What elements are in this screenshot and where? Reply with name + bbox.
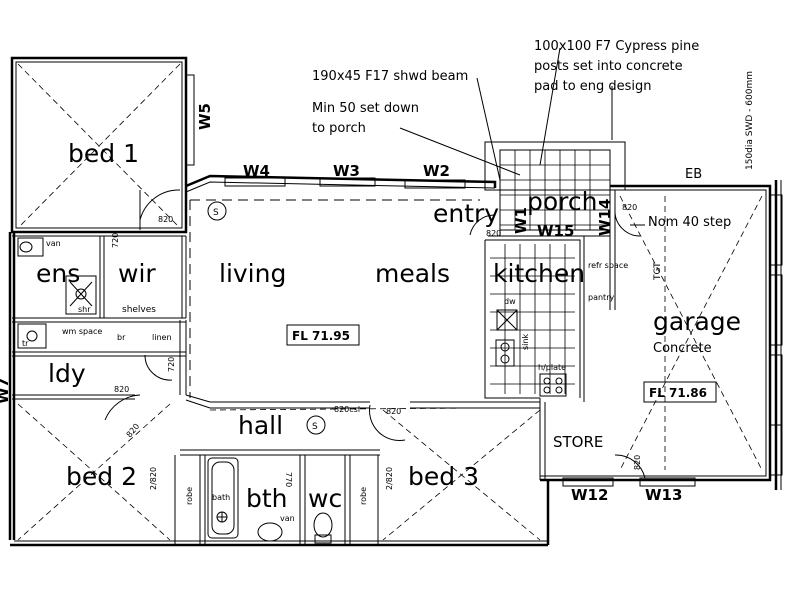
door-labels: 820 720 720 820 820 820 2/820 2/820 770 … <box>111 203 642 490</box>
room-hall: hall <box>238 411 283 440</box>
door-label: 820 <box>386 407 401 416</box>
room-entry: entry <box>433 199 499 228</box>
door-label: 720 <box>111 233 120 248</box>
room-wc: wc <box>308 484 342 513</box>
room-living: living <box>219 259 286 288</box>
note-setdown-line-2: to porch <box>312 121 366 136</box>
door-label: 820 <box>125 422 142 439</box>
window-label-w3: W3 <box>333 162 360 180</box>
fixture-van-bathroom: van <box>280 514 295 523</box>
room-bed-2: bed 2 <box>66 462 137 491</box>
smoke-detector-icon <box>306 415 326 435</box>
room-labels: bed 1 ens wir living meals entry porch k… <box>36 139 741 513</box>
window-label-w15: W15 <box>537 222 574 240</box>
note-beam: 190x45 F17 shwd beam <box>312 69 468 84</box>
door-label: 820 <box>633 455 642 470</box>
window-label-w2: W2 <box>423 162 450 180</box>
kitchen-grid <box>490 244 575 397</box>
window-label-w5: W5 <box>196 103 214 130</box>
note-step: Nom 40 step <box>648 215 731 230</box>
door-label: 720 <box>167 357 176 372</box>
fixture-hotplate: h/plate <box>538 363 566 372</box>
room-bed-1: bed 1 <box>68 139 139 168</box>
room-garage: garage <box>653 307 741 336</box>
smoke-detector-icon <box>207 201 227 221</box>
door-label: 770 <box>284 472 293 487</box>
bathroom-fixtures <box>17 237 333 544</box>
fixture-shelves: shelves <box>122 305 156 315</box>
door-label: 2/820 <box>149 467 158 490</box>
floor-level-garage: FL 71.86 <box>649 386 707 400</box>
door-label: 2/820 <box>385 467 394 490</box>
ceiling-lines <box>17 63 763 541</box>
fixture-robe-bed-3: robe <box>359 487 368 505</box>
smoke-detector-label: S <box>213 208 219 218</box>
note-ceiling-height: 820csl <box>334 405 360 414</box>
smoke-detectors: S S <box>207 201 326 435</box>
room-laundry: ldy <box>48 359 86 388</box>
door-label: 820 <box>486 229 501 238</box>
window-marks <box>185 74 783 487</box>
room-bed-3: bed 3 <box>408 462 479 491</box>
fixture-labels: van shr shelves wm space tr br linen rob… <box>22 239 628 523</box>
fixture-broom: br <box>117 333 126 342</box>
note-setdown-line-1: Min 50 set down <box>312 101 419 116</box>
annotations: 100x100 F7 Cypress pine posts set into c… <box>286 39 755 414</box>
window-label-w14: W14 <box>596 199 614 236</box>
note-tgt: TGT <box>653 262 663 281</box>
fixture-robe-bed-2: robe <box>185 487 194 505</box>
note-concrete: Concrete <box>653 341 712 356</box>
door-label: 820 <box>622 203 637 212</box>
fixture-sink: sink <box>521 334 530 350</box>
room-porch: porch <box>527 187 597 216</box>
note-swd: 150dia SWD - 600mm <box>745 71 755 170</box>
room-meals: meals <box>375 259 450 288</box>
door-label: 820 <box>114 385 129 394</box>
floor-level-main: FL 71.95 <box>292 329 350 343</box>
room-bathroom: bth <box>246 484 288 513</box>
fixture-dishwasher: dw <box>504 297 516 306</box>
room-wir: wir <box>118 259 156 288</box>
fixture-wm-space: wm space <box>62 327 102 336</box>
window-label-w12: W12 <box>571 486 608 504</box>
room-store: STORE <box>553 433 603 451</box>
window-label-w4: W4 <box>243 162 270 180</box>
window-label-w1: W1 <box>512 207 530 234</box>
note-posts-line-3: pad to eng design <box>534 79 652 94</box>
window-label-w7: W7 <box>0 377 12 404</box>
fixture-van-ensuite: van <box>46 239 61 248</box>
fixture-trough: tr <box>22 339 29 348</box>
room-ensuite: ens <box>36 259 80 288</box>
fixture-shower: shr <box>78 305 91 314</box>
room-kitchen: kitchen <box>493 259 585 288</box>
note-eb: EB <box>685 167 702 182</box>
porch-grid <box>484 141 626 231</box>
window-labels: W5 W4 W3 W2 W1 W14 W15 W12 W13 W7 <box>0 103 682 504</box>
door-swings <box>104 189 646 479</box>
fixture-linen: linen <box>152 333 172 342</box>
outer-walls <box>8 56 782 547</box>
door-label: 820 <box>158 215 173 224</box>
smoke-detector-label: S <box>312 422 318 432</box>
fixture-refrigerator-space: refr space <box>588 261 628 270</box>
fixture-pantry: pantry <box>588 293 614 302</box>
window-label-w13: W13 <box>645 486 682 504</box>
fixture-bath: bath <box>212 493 230 502</box>
note-posts-line-2: posts set into concrete <box>534 59 683 74</box>
note-posts-line-1: 100x100 F7 Cypress pine <box>534 39 699 54</box>
leader-lines <box>399 47 645 226</box>
